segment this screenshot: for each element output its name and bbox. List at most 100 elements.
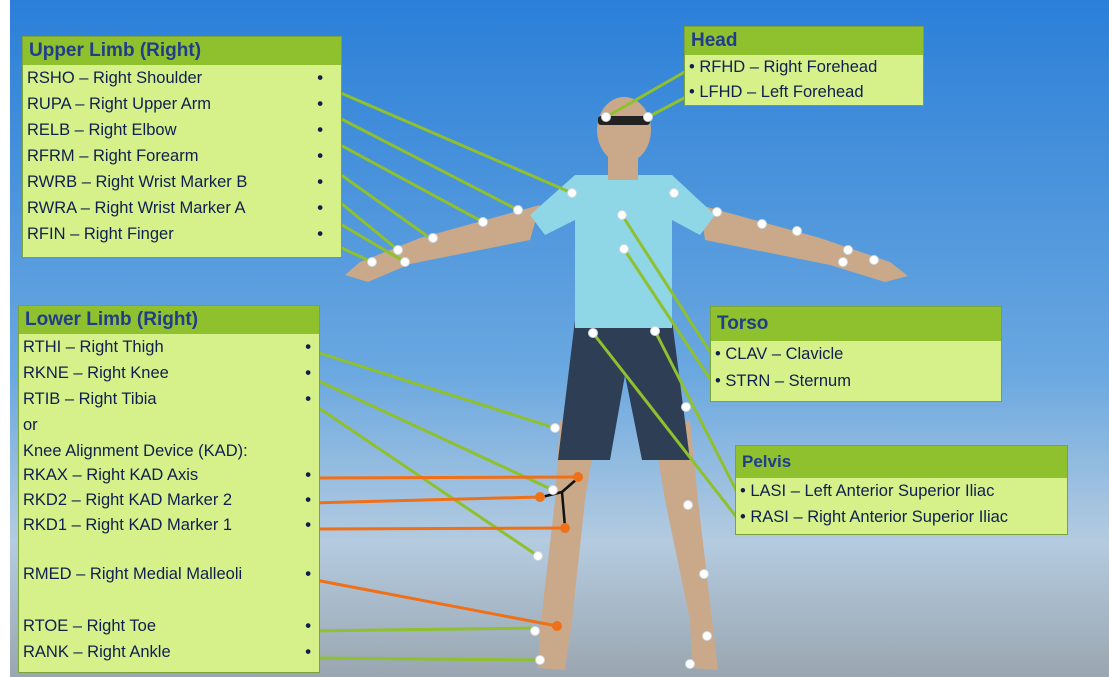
upper-limb-title: Upper Limb (Right) [23,37,341,65]
marker-rfrm [428,233,438,243]
leader-clav [620,214,714,356]
lower-limb-item: RKAX – Right KAD Axis• [23,466,311,484]
upper-limb-item: RFRM – Right Forearm• [27,147,323,165]
marker-lfhd [643,112,653,122]
leader-rank [309,656,541,662]
marker-rupa [513,205,523,215]
marker-lsho [669,188,679,198]
leader-relb [319,132,484,224]
marker-rsho [567,188,577,198]
head-item: • LFHD – Left Forehead [689,83,864,101]
upper-limb-leaders [319,82,573,264]
lower-limb-item: RKD1 – Right KAD Marker 1• [23,516,311,534]
lower-limb-spacer [19,537,319,561]
upper-limb-item: RSHO – Right Shoulder• [27,69,323,87]
marker-lfrm [792,226,802,236]
marker-strn [619,244,629,254]
marker-rkax [573,472,583,482]
upper-limb-item: RELB – Right Elbow• [27,121,323,139]
marker-lthi [681,402,691,412]
leader-rmed [309,577,558,628]
leader-rfhd [605,68,689,119]
marker-rwra [400,257,410,267]
leader-rsho [319,82,573,195]
marker-rwrb [393,245,403,255]
marker-lasi [650,326,660,336]
marker-dots [367,112,879,669]
torso-item: • STRN – Sternum [715,372,851,390]
head-title: Head [685,27,923,55]
kad-device [541,477,579,528]
right-arm [345,205,540,282]
lower-limb-title: Lower Limb (Right) [19,306,319,334]
lower-limb-item: RMED – Right Medial Malleoli• [23,565,311,583]
marker-lwra [838,257,848,267]
torso-leaders [620,214,714,383]
marker-lupa [712,207,722,217]
leader-rthi [309,348,556,430]
shorts [558,320,690,460]
right-leg [538,420,595,670]
marker-rkne [548,485,558,495]
marker-ltoe [702,631,712,641]
marker-rtoe [530,626,540,636]
pelvis-item: • LASI – Left Anterior Superior Iliac [740,482,995,500]
marker-rkd1 [560,523,570,533]
lower-limb-item: RKD2 – Right KAD Marker 2• [23,491,311,509]
marker-rank [535,655,545,665]
lower-limb-spacer [19,587,319,613]
headband [598,116,650,125]
lower-limb-panel: Lower Limb (Right) RTHI – Right Thigh• R… [18,305,320,673]
pelvis-leaders [591,330,740,520]
leader-rkd2 [309,495,541,505]
marker-lfin [869,255,879,265]
leader-rtoe [309,626,536,633]
pelvis-item: • RASI – Right Anterior Superior Iliac [740,508,1009,526]
left-leg [655,420,718,670]
upper-limb-item: RUPA – Right Upper Arm• [27,95,323,113]
leader-lfhd [647,94,689,119]
lower-limb-item: RTHI – Right Thigh• [23,338,311,356]
marker-lelb [757,219,767,229]
lower-limb-item: RKNE – Right Knee• [23,364,311,382]
marker-lank [685,659,695,669]
upper-limb-item: RWRB – Right Wrist Marker B• [27,173,323,191]
leader-rupa [319,106,519,212]
head-leaders [605,68,689,119]
leader-rasi [591,332,740,520]
lower-limb-item: RTIB – Right Tibia• [23,390,311,408]
upper-limb-item: RFIN – Right Finger• [27,225,323,243]
leader-lasi [653,330,740,495]
upper-limb-panel: Upper Limb (Right) RSHO – Right Shoulder… [22,36,342,258]
marker-rmed [552,621,562,631]
marker-rfhd [601,112,611,122]
kad-dots [535,472,583,631]
lower-limb-leaders [309,348,556,662]
lower-limb-item: or [23,416,38,434]
leader-rkd1 [309,526,566,531]
head-item: • RFHD – Right Forehead [689,58,878,76]
lower-limb-item: Knee Alignment Device (KAD): [23,442,248,460]
marker-clav [617,210,627,220]
marker-lwrb [843,245,853,255]
marker-rthi [550,423,560,433]
upper-limb-item: RWRA – Right Wrist Marker A• [27,199,323,217]
marker-lkne [683,500,693,510]
torso-title: Torso [711,307,1001,341]
lower-limb-item: RTOE – Right Toe• [23,617,311,635]
leader-strn [622,248,714,383]
left-arm [700,205,908,282]
kad-leaders [309,475,579,628]
pelvis-title: Pelvis [736,446,1067,478]
marker-rfin [367,257,377,267]
head-panel: Head • RFHD – Right Forehead • LFHD – Le… [684,26,924,106]
leader-rkne [309,375,554,492]
marker-rkd2 [535,492,545,502]
torso-item: • CLAV – Clavicle [715,345,844,363]
marker-rasi [588,328,598,338]
pelvis-panel: Pelvis • LASI – Left Anterior Superior I… [735,445,1068,535]
leader-rkax [309,475,579,480]
lower-limb-item: RANK – Right Ankle• [23,643,311,661]
